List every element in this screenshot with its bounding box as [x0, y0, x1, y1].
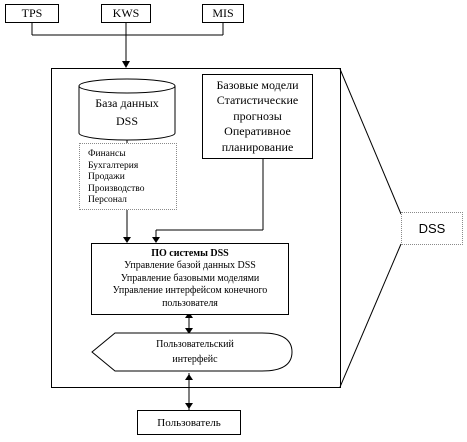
user-box: Пользователь	[137, 410, 241, 435]
business-domains-list: Финансы Бухгалтерия Продажи Производство…	[79, 143, 177, 210]
base-models-line: Базовые модели	[216, 77, 299, 92]
dss-software-title: ПО системы DSS	[151, 247, 229, 259]
base-models-line: Оперативное	[224, 124, 291, 139]
dss-label-box: DSS	[401, 212, 463, 245]
source-box-mis: MIS	[202, 4, 244, 23]
dss-software-line: Управление базовыми моделями	[120, 272, 260, 284]
base-models-line: Статистические	[216, 93, 299, 108]
database-cylinder	[78, 78, 176, 141]
domain-item: Бухгалтерия	[88, 160, 139, 171]
domain-item: Продажи	[88, 172, 125, 183]
domain-item: Производство	[88, 183, 145, 194]
user-interface-shape	[91, 332, 293, 372]
base-models-line: прогнозы	[233, 108, 282, 123]
source-box-tps: TPS	[5, 4, 59, 23]
domain-item: Финансы	[88, 149, 126, 159]
user-interface-label: Пользовательский интерфейс	[130, 337, 260, 367]
domain-item: Персонал	[88, 195, 127, 206]
dss-software-line: Управление базой данных DSS	[124, 260, 256, 272]
base-models-line: планирование	[221, 139, 294, 154]
user-interface-line: Пользовательский	[156, 339, 234, 350]
base-models-box: Базовые модели Статистические прогнозы О…	[202, 74, 313, 159]
dss-software-box: ПО системы DSS Управление базой данных D…	[91, 243, 289, 315]
dss-software-line: пользователя	[162, 297, 218, 309]
database-label: База данных DSS	[80, 94, 174, 130]
source-box-kws: KWS	[101, 4, 151, 23]
dss-software-line: Управление интерфейсом конечного	[112, 285, 268, 297]
dss-frame	[51, 68, 341, 388]
database-label-line: DSS	[115, 114, 138, 128]
user-interface-line: интерфейс	[172, 354, 218, 365]
database-label-line: База данных	[95, 96, 159, 110]
